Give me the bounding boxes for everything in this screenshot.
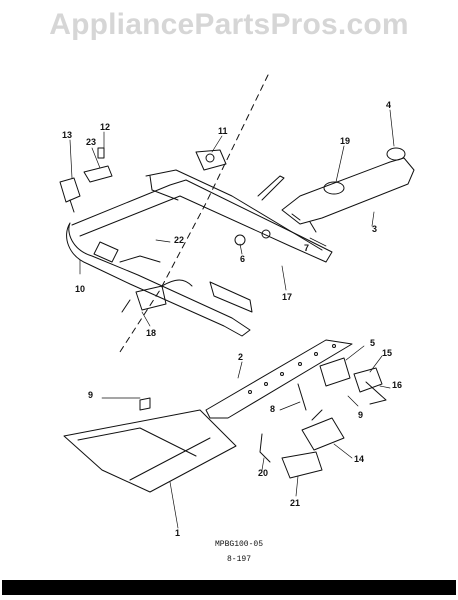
callout-21: 21 [290,498,300,508]
model-code: MPBG100-05 [214,540,263,549]
callout-6: 6 [240,254,245,264]
callout-12: 12 [100,122,110,132]
watermark-logo: AppliancePartsPros.com [49,8,409,41]
callout-11: 11 [218,126,228,136]
callout-14: 14 [354,454,364,464]
valve-part [195,149,227,171]
callout-20: 20 [258,468,268,478]
callout-9: 9 [358,410,363,420]
callout-5: 5 [370,338,375,348]
callout-1: 1 [175,528,180,538]
callout-10: 10 [75,284,85,294]
callout-3: 3 [372,224,377,234]
igniter-bracket [59,147,113,213]
bracket-plate [205,339,353,419]
guide-line [117,74,269,356]
callout-22: 22 [174,235,184,245]
callout-8: 8 [270,404,275,414]
manifold-assembly [66,169,333,337]
bottom-plate [63,397,237,493]
callout-4: 4 [386,100,391,110]
callout-15: 15 [382,348,392,358]
wired-component [121,279,193,313]
callout-23: 23 [86,137,96,147]
callout-9: 9 [88,390,93,400]
callout-2: 2 [238,352,243,362]
callout-18: 18 [146,328,156,338]
callout-layer: 13 12 23 11 19 4 22 6 7 3 10 17 18 5 15 2 16 9 9 8 14 20 21 1 [62,100,402,538]
mounting-bracket [301,409,345,451]
callout-19: 19 [340,136,350,146]
callout-16: 16 [392,380,402,390]
callout-7: 7 [304,243,309,253]
footer-codes: MPBG100-05 8-197 [0,537,458,567]
gas-valve [259,433,323,479]
callout-17: 17 [282,292,292,302]
callout-13: 13 [62,130,72,140]
leader-lines [69,109,395,529]
page-code: 8-197 [226,555,251,564]
bottom-bar [2,580,456,595]
switch-parts [319,357,387,405]
right-burner [281,147,415,233]
